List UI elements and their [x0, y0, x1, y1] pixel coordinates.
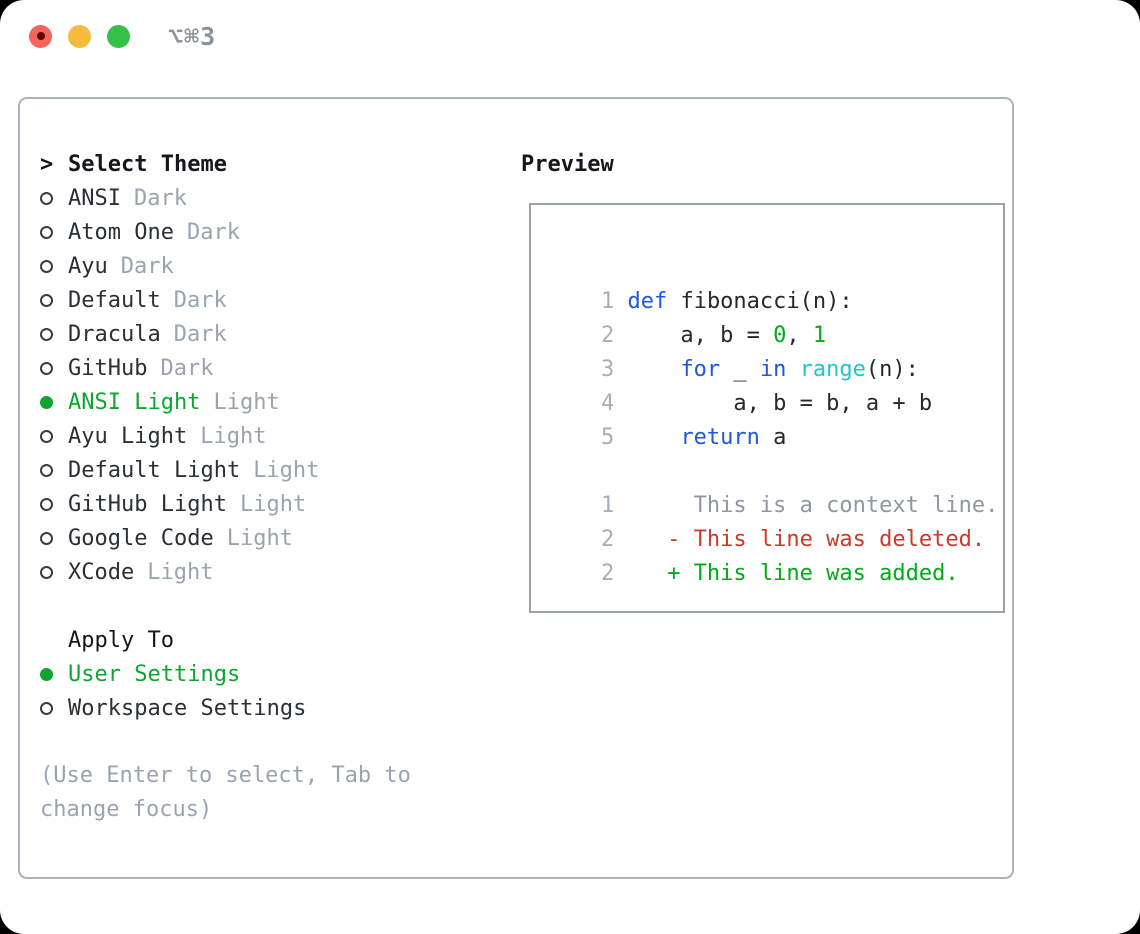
code-line: 2 + This line was added.: [548, 523, 1003, 586]
theme-option-default-light[interactable]: Default Light Light: [40, 453, 502, 487]
radio-icon: [40, 395, 68, 409]
code-line: 5 return a: [548, 387, 1003, 450]
radio-icon: [40, 225, 68, 239]
code-line: 2 - This line was deleted.: [548, 489, 1003, 552]
line-number: 1: [600, 493, 615, 518]
preview-title: Preview: [521, 151, 614, 177]
theme-option-ayu[interactable]: Ayu Dark: [40, 249, 502, 283]
apply-to-list: User Settings Workspace Settings: [40, 657, 502, 725]
apply-to-header-row: Apply To: [40, 623, 502, 657]
close-dot-icon: [36, 32, 45, 40]
radio-icon: [40, 565, 68, 579]
radio-icon: [40, 327, 68, 341]
line-number: 3: [600, 357, 615, 382]
code-line: 3 for _ in range(n):: [548, 319, 1003, 382]
theme-list: ANSI Dark Atom One Dark Ayu Dark Default…: [40, 181, 502, 589]
radio-icon: [40, 361, 68, 375]
minimize-icon[interactable]: [68, 24, 91, 48]
line-number: 5: [600, 425, 615, 450]
apply-to-option-user-settings[interactable]: User Settings: [40, 657, 502, 691]
spacer: [40, 589, 502, 623]
line-number: 4: [600, 391, 615, 416]
theme-list-title: Select Theme: [68, 151, 227, 177]
radio-icon: [40, 429, 68, 443]
help-text: (Use Enter to select, Tab to change focu…: [40, 763, 411, 822]
radio-icon: [40, 259, 68, 273]
theme-list-header-row: > Select Theme: [40, 147, 502, 181]
theme-list-column: > Select Theme ANSI Dark Atom One Dark A…: [40, 147, 502, 827]
code-line: 1 This is a context line.: [548, 455, 1003, 518]
code-line: 2 a, b = 0, 1: [548, 285, 1003, 348]
theme-option-github-light[interactable]: GitHub Light Light: [40, 487, 502, 521]
theme-option-ayu-light[interactable]: Ayu Light Light: [40, 419, 502, 453]
radio-icon: [40, 701, 68, 715]
radio-icon: [40, 531, 68, 545]
close-icon[interactable]: [29, 24, 52, 48]
radio-icon: [40, 667, 68, 681]
line-number: 2: [600, 561, 615, 586]
theme-option-xcode[interactable]: XCode Light: [40, 555, 502, 589]
titlebar: ⌥⌘3: [29, 21, 217, 51]
theme-option-github[interactable]: GitHub Dark: [40, 351, 502, 385]
zoom-icon[interactable]: [107, 24, 130, 48]
radio-icon: [40, 191, 68, 205]
window-title: ⌥⌘3: [168, 21, 217, 51]
theme-picker-panel: > Select Theme ANSI Dark Atom One Dark A…: [18, 97, 1014, 879]
apply-to-option-workspace-settings[interactable]: Workspace Settings: [40, 691, 502, 725]
theme-option-google-code[interactable]: Google Code Light: [40, 521, 502, 555]
apply-to-title: Apply To: [68, 627, 174, 653]
prompt-caret: >: [40, 151, 54, 177]
theme-option-dracula[interactable]: Dracula Dark: [40, 317, 502, 351]
radio-icon: [40, 463, 68, 477]
line-number: 2: [600, 527, 615, 552]
theme-option-atom-one[interactable]: Atom One Dark: [40, 215, 502, 249]
line-number: 2: [600, 323, 615, 348]
theme-option-ansi-light[interactable]: ANSI Light Light: [40, 385, 502, 419]
radio-icon: [40, 497, 68, 511]
theme-option-ansi[interactable]: ANSI Dark: [40, 181, 502, 215]
code-line: 4 a, b = b, a + b: [548, 353, 1003, 416]
preview-title-row: Preview: [521, 147, 1002, 181]
radio-icon: [40, 293, 68, 307]
theme-option-default[interactable]: Default Dark: [40, 283, 502, 317]
line-number: 1: [600, 289, 615, 314]
